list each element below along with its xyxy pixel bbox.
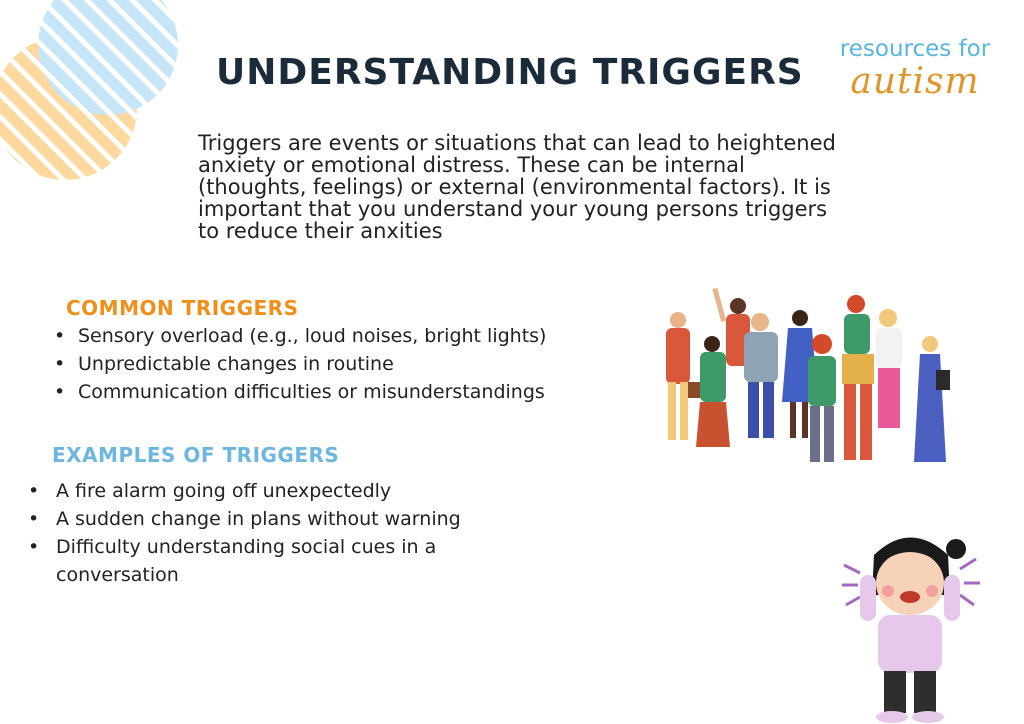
logo-text-top: resources for <box>839 36 991 62</box>
decorative-circles <box>0 0 200 240</box>
list-item: Difficulty understanding social cues in … <box>26 533 496 589</box>
list-item: A sudden change in plans without warning <box>26 505 546 533</box>
examples-heading: EXAMPLES OF TRIGGERS <box>52 443 340 467</box>
intro-paragraph: Triggers are events or situations that c… <box>198 131 836 243</box>
page-title: UNDERSTANDING TRIGGERS <box>216 52 804 93</box>
list-item: Unpredictable changes in routine <box>52 350 546 378</box>
common-triggers-list: Sensory overload (e.g., loud noises, bri… <box>52 322 546 406</box>
common-triggers-heading: COMMON TRIGGERS <box>66 296 299 320</box>
resources-for-autism-logo: resources for autism <box>830 36 1000 102</box>
list-item: Sensory overload (e.g., loud noises, bri… <box>52 322 546 350</box>
crowd-illustration <box>666 287 950 462</box>
list-item: Communication difficulties or misunderst… <box>52 378 546 406</box>
examples-list: A fire alarm going off unexpectedly A su… <box>26 477 546 589</box>
logo-text-bottom: autism <box>850 61 980 102</box>
person-icon <box>666 312 708 440</box>
list-item: A fire alarm going off unexpectedly <box>26 477 546 505</box>
distressed-child-illustration <box>842 537 980 723</box>
